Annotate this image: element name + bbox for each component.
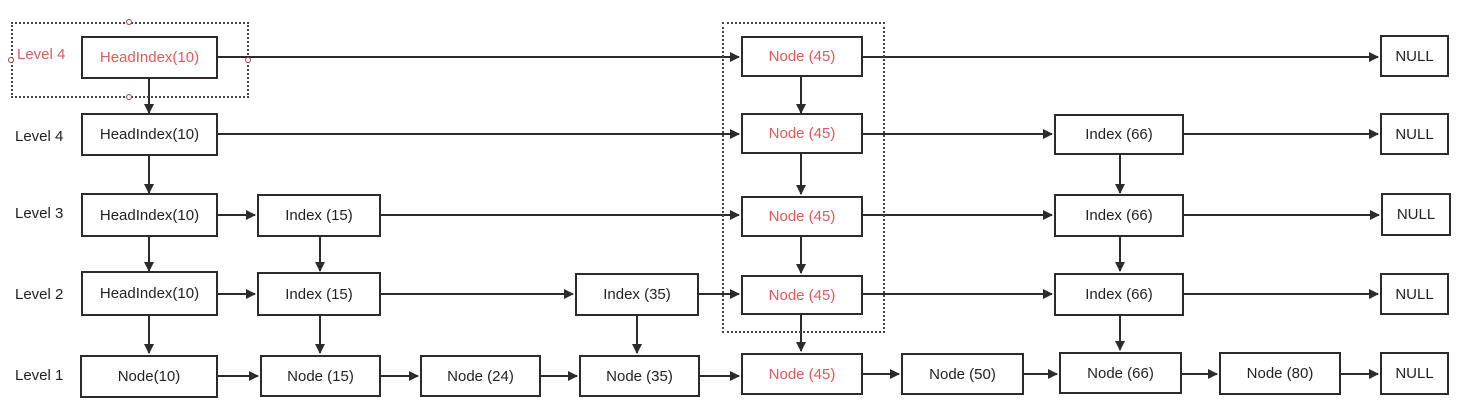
index-node-45[interactable]: Node (45)	[741, 113, 863, 154]
index-node-45[interactable]: Node (45)	[741, 196, 863, 237]
resize-handle-top[interactable]	[126, 19, 132, 25]
data-node-10[interactable]: Node(10)	[80, 355, 218, 398]
data-node-35[interactable]: Node (35)	[579, 355, 700, 397]
data-node-80[interactable]: Node (80)	[1219, 352, 1341, 395]
head-index-node[interactable]: HeadIndex(10)	[81, 193, 218, 237]
data-node-24[interactable]: Node (24)	[420, 355, 541, 397]
resize-handle-left[interactable]	[8, 57, 14, 63]
head-index-node[interactable]: HeadIndex(10)	[81, 113, 218, 156]
level-label-4: Level 4	[15, 128, 64, 145]
index-node-35[interactable]: Index (35)	[575, 273, 699, 316]
null-node[interactable]: NULL	[1380, 273, 1449, 315]
resize-handle-right[interactable]	[245, 57, 251, 63]
level-label-1: Level 1	[15, 367, 64, 384]
head-index-node[interactable]: HeadIndex(10)	[81, 271, 218, 316]
null-node[interactable]: NULL	[1380, 113, 1449, 155]
selection-frame-column-45	[722, 22, 885, 333]
head-index-node[interactable]: HeadIndex(10)	[81, 36, 218, 79]
index-node-45[interactable]: Node (45)	[741, 36, 863, 77]
null-node[interactable]: NULL	[1381, 193, 1451, 236]
index-node-15[interactable]: Index (15)	[257, 194, 381, 237]
null-node[interactable]: NULL	[1380, 352, 1449, 395]
level-label-top: Level 4	[17, 46, 66, 63]
index-node-66[interactable]: Index (66)	[1054, 114, 1184, 155]
index-node-15[interactable]: Index (15)	[257, 272, 381, 316]
level-label-3: Level 3	[15, 205, 64, 222]
data-node-50[interactable]: Node (50)	[901, 353, 1024, 395]
data-node-45[interactable]: Node (45)	[741, 353, 863, 395]
level-label-2: Level 2	[15, 286, 64, 303]
null-node[interactable]: NULL	[1380, 35, 1449, 77]
data-node-15[interactable]: Node (15)	[260, 355, 381, 397]
index-node-45[interactable]: Node (45)	[741, 275, 863, 315]
index-node-66[interactable]: Index (66)	[1054, 194, 1184, 237]
resize-handle-bottom[interactable]	[126, 94, 132, 100]
index-node-66[interactable]: Index (66)	[1054, 273, 1184, 316]
data-node-66[interactable]: Node (66)	[1059, 352, 1182, 394]
